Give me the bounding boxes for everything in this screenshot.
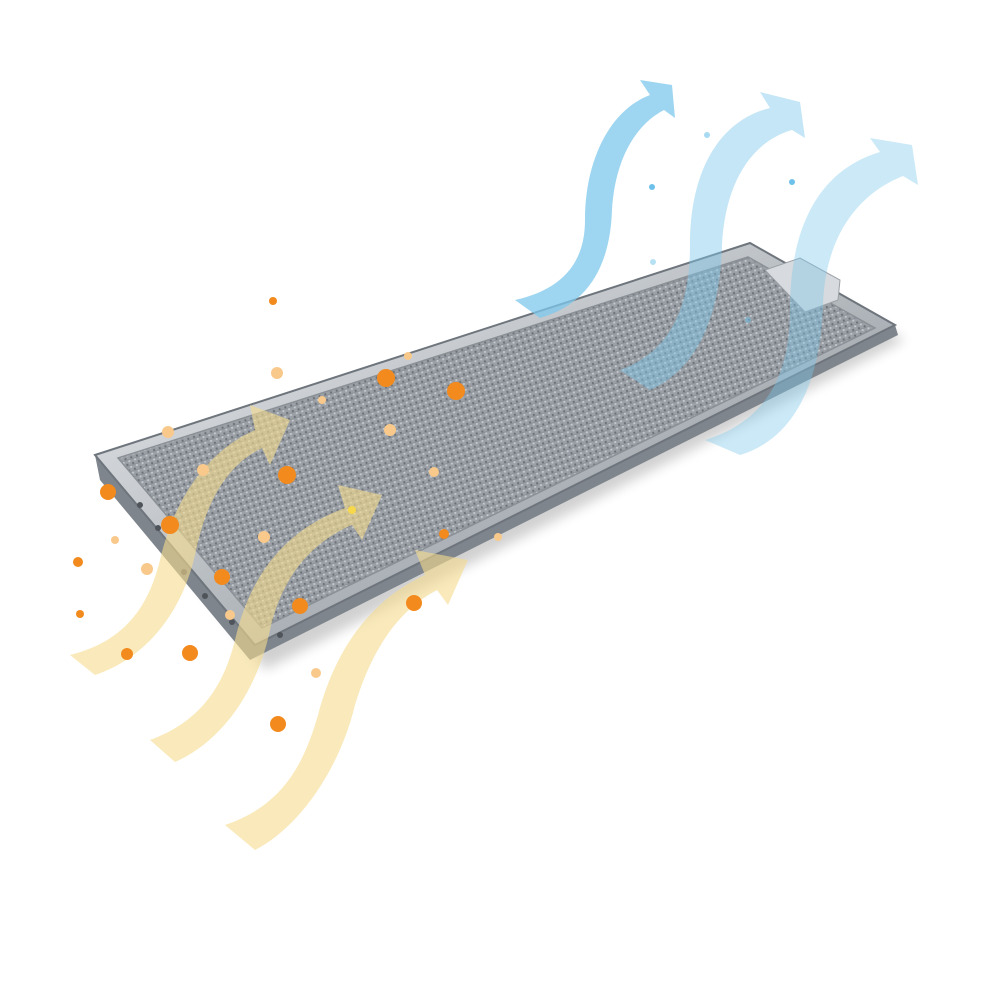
grease-particle-icon xyxy=(384,424,396,436)
clean-particle-icon xyxy=(789,179,795,185)
grease-particle-icon xyxy=(162,426,174,438)
grease-particle-icon xyxy=(270,716,286,732)
grease-particle-icon xyxy=(406,595,422,611)
grease-particle-icon xyxy=(225,610,235,620)
grease-particle-icon xyxy=(377,369,395,387)
mesh-filter-panel xyxy=(93,241,898,660)
grease-particle-icon xyxy=(73,557,83,567)
grease-particle-icon xyxy=(258,531,270,543)
clean-air-flow xyxy=(515,80,918,455)
grease-particle-icon xyxy=(161,516,179,534)
grease-particle-icon xyxy=(311,668,321,678)
grease-particle-icon xyxy=(439,529,449,539)
grease-particle-icon xyxy=(269,297,277,305)
clean-air-flow-arrow-icon xyxy=(620,92,805,390)
grease-particle-icon xyxy=(292,598,308,614)
filter-bracket xyxy=(764,257,841,313)
grease-particle-icon xyxy=(318,396,326,404)
warm-air-flow-arrow-icon xyxy=(150,485,382,762)
grease-particle-icon xyxy=(182,645,198,661)
grease-particle-icon xyxy=(271,367,283,379)
grease-particle-icon xyxy=(278,466,296,484)
clean-air-flow-arrow-icon xyxy=(515,80,675,318)
grease-particle-icon xyxy=(141,563,153,575)
clean-particle-icon xyxy=(649,184,655,190)
warm-air-flow-arrow-icon xyxy=(70,405,290,675)
grease-particle-icon xyxy=(348,506,356,514)
grease-particle-icon xyxy=(197,464,209,476)
clean-particle-icon xyxy=(650,259,656,265)
grease-particle-icon xyxy=(404,352,412,360)
grease-particle-icon xyxy=(76,610,84,618)
clean-particle-icon xyxy=(745,317,751,323)
clean-particles xyxy=(649,132,795,323)
incoming-air-flow xyxy=(70,405,468,850)
grease-particle-icon xyxy=(111,536,119,544)
grease-particle-icon xyxy=(494,533,502,541)
grease-particle-icon xyxy=(214,569,230,585)
clean-air-flow-arrow-icon xyxy=(705,138,918,455)
grease-particle-icon xyxy=(429,467,439,477)
grease-particle-icon xyxy=(100,484,116,500)
grease-particles xyxy=(73,297,502,732)
grease-particle-icon xyxy=(121,648,133,660)
clean-particle-icon xyxy=(704,132,710,138)
grease-particle-icon xyxy=(447,382,465,400)
warm-air-flow-arrow-icon xyxy=(225,550,468,850)
